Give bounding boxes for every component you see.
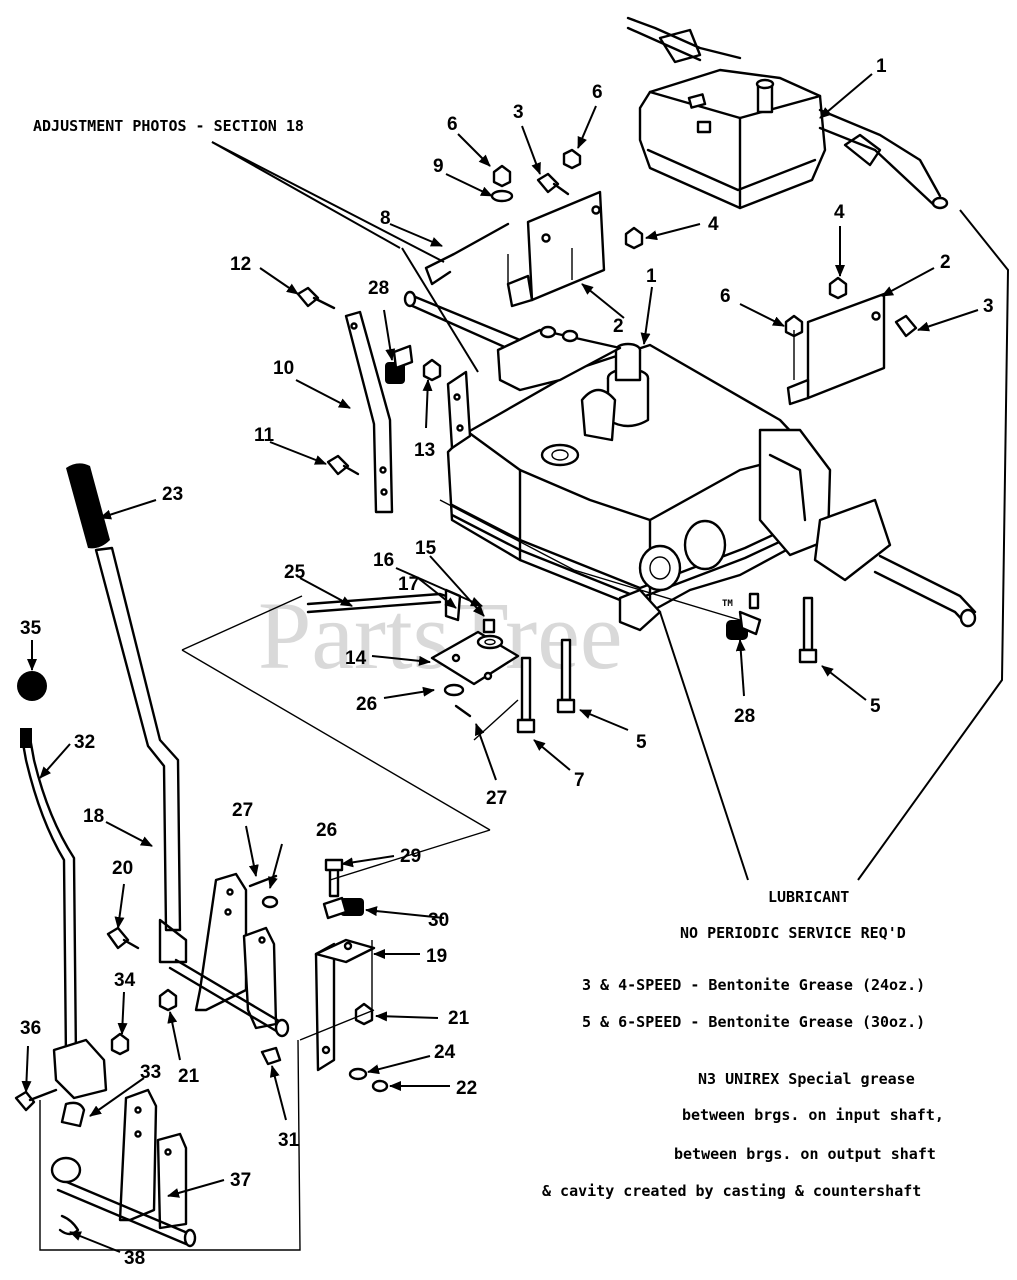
callout-26: 26 bbox=[316, 820, 337, 841]
header-leader bbox=[211, 141, 445, 263]
fasteners bbox=[296, 148, 918, 734]
callout-36: 36 bbox=[20, 1018, 41, 1039]
callout-2: 2 bbox=[613, 316, 624, 337]
callout-32: 32 bbox=[74, 732, 95, 753]
callout-34: 34 bbox=[114, 970, 136, 991]
transmission-main bbox=[403, 290, 977, 632]
callout-26: 26 bbox=[356, 694, 377, 715]
callout-30: 30 bbox=[428, 910, 449, 931]
callout-3: 3 bbox=[513, 102, 524, 123]
callout-13: 13 bbox=[414, 440, 435, 461]
callout-28: 28 bbox=[734, 706, 755, 727]
callout-4: 4 bbox=[708, 214, 719, 235]
callout-1: 1 bbox=[876, 56, 887, 77]
callout-20: 20 bbox=[112, 858, 133, 879]
grip-23 bbox=[66, 463, 110, 549]
spring-28-upper bbox=[385, 344, 414, 384]
callout-28: 28 bbox=[368, 278, 389, 299]
callout-27: 27 bbox=[232, 800, 253, 821]
callout-7: 7 bbox=[574, 770, 585, 791]
callout-labels: 1 1 2 2 3 3 4 4 5 5 6 6 6 7 8 9 10 11 12… bbox=[20, 56, 994, 1269]
lubricant-line: N3 UNIREX Special grease bbox=[698, 1070, 915, 1088]
callout-31: 31 bbox=[278, 1130, 300, 1151]
shift-lever-32 bbox=[20, 728, 108, 1100]
lubricant-subtitle: NO PERIODIC SERVICE REQ'D bbox=[680, 924, 906, 942]
callout-16: 16 bbox=[373, 550, 394, 571]
lubricant-title: LUBRICANT bbox=[768, 888, 849, 906]
callout-21: 21 bbox=[448, 1008, 470, 1029]
callout-22: 22 bbox=[456, 1078, 477, 1099]
callout-37: 37 bbox=[230, 1170, 251, 1191]
callout-arrows bbox=[21, 73, 979, 1253]
mounting-bracket-right bbox=[786, 292, 886, 406]
lubricant-leader bbox=[659, 611, 749, 881]
watermark-tm: TM bbox=[722, 599, 733, 609]
callout-10: 10 bbox=[273, 358, 294, 379]
callout-4: 4 bbox=[834, 202, 845, 223]
callout-12: 12 bbox=[230, 254, 251, 275]
header-note: ADJUSTMENT PHOTOS - SECTION 18 bbox=[33, 117, 304, 135]
mounting-bracket-upper bbox=[506, 190, 606, 308]
knob-35 bbox=[17, 671, 47, 701]
callout-6: 6 bbox=[720, 286, 731, 307]
bracket-19 bbox=[314, 858, 376, 1072]
pivot-bracket-upper bbox=[168, 872, 290, 1038]
shift-lever-18 bbox=[66, 463, 188, 964]
lubricant-line: between brgs. on output shaft bbox=[674, 1145, 936, 1163]
callout-3: 3 bbox=[983, 296, 994, 317]
callout-19: 19 bbox=[426, 946, 447, 967]
callout-17: 17 bbox=[398, 574, 419, 595]
callout-21: 21 bbox=[178, 1066, 200, 1087]
callout-1: 1 bbox=[646, 266, 657, 287]
callout-25: 25 bbox=[284, 562, 306, 583]
callout-5: 5 bbox=[870, 696, 881, 717]
callout-38: 38 bbox=[124, 1248, 145, 1269]
assembly-outline-lines bbox=[39, 248, 795, 1251]
spring-28-lower bbox=[726, 610, 762, 640]
callout-9: 9 bbox=[433, 156, 444, 177]
callout-5: 5 bbox=[636, 732, 647, 753]
lubricant-line: between brgs. on input shaft, bbox=[682, 1106, 944, 1124]
small-parts-lower bbox=[14, 874, 389, 1236]
callout-2: 2 bbox=[940, 252, 951, 273]
lubricant-line: 3 & 4-SPEED - Bentonite Grease (24oz.) bbox=[582, 976, 925, 994]
callout-23: 23 bbox=[162, 484, 183, 505]
callout-6: 6 bbox=[447, 114, 458, 135]
shift-rod-8 bbox=[424, 222, 510, 286]
callout-18: 18 bbox=[83, 806, 104, 827]
callout-27: 27 bbox=[486, 788, 507, 809]
callout-24: 24 bbox=[434, 1042, 456, 1063]
callout-29: 29 bbox=[400, 846, 421, 867]
callout-11: 11 bbox=[254, 425, 275, 446]
shift-link-10 bbox=[344, 310, 394, 514]
callout-14: 14 bbox=[345, 648, 367, 669]
lubricant-note: LUBRICANT NO PERIODIC SERVICE REQ'D 3 & … bbox=[542, 888, 944, 1200]
callout-8: 8 bbox=[380, 208, 391, 229]
callout-15: 15 bbox=[415, 538, 437, 559]
shift-link-right bbox=[446, 370, 472, 450]
plate-14 bbox=[430, 618, 520, 718]
transmission-small bbox=[626, 16, 949, 210]
lubricant-line: & cavity created by casting & countersha… bbox=[542, 1182, 921, 1200]
pivot-bracket-37 bbox=[50, 1088, 197, 1248]
lubricant-line: 5 & 6-SPEED - Bentonite Grease (30oz.) bbox=[582, 1013, 925, 1031]
callout-33: 33 bbox=[140, 1062, 161, 1083]
callout-35: 35 bbox=[20, 618, 42, 639]
callout-6: 6 bbox=[592, 82, 603, 103]
